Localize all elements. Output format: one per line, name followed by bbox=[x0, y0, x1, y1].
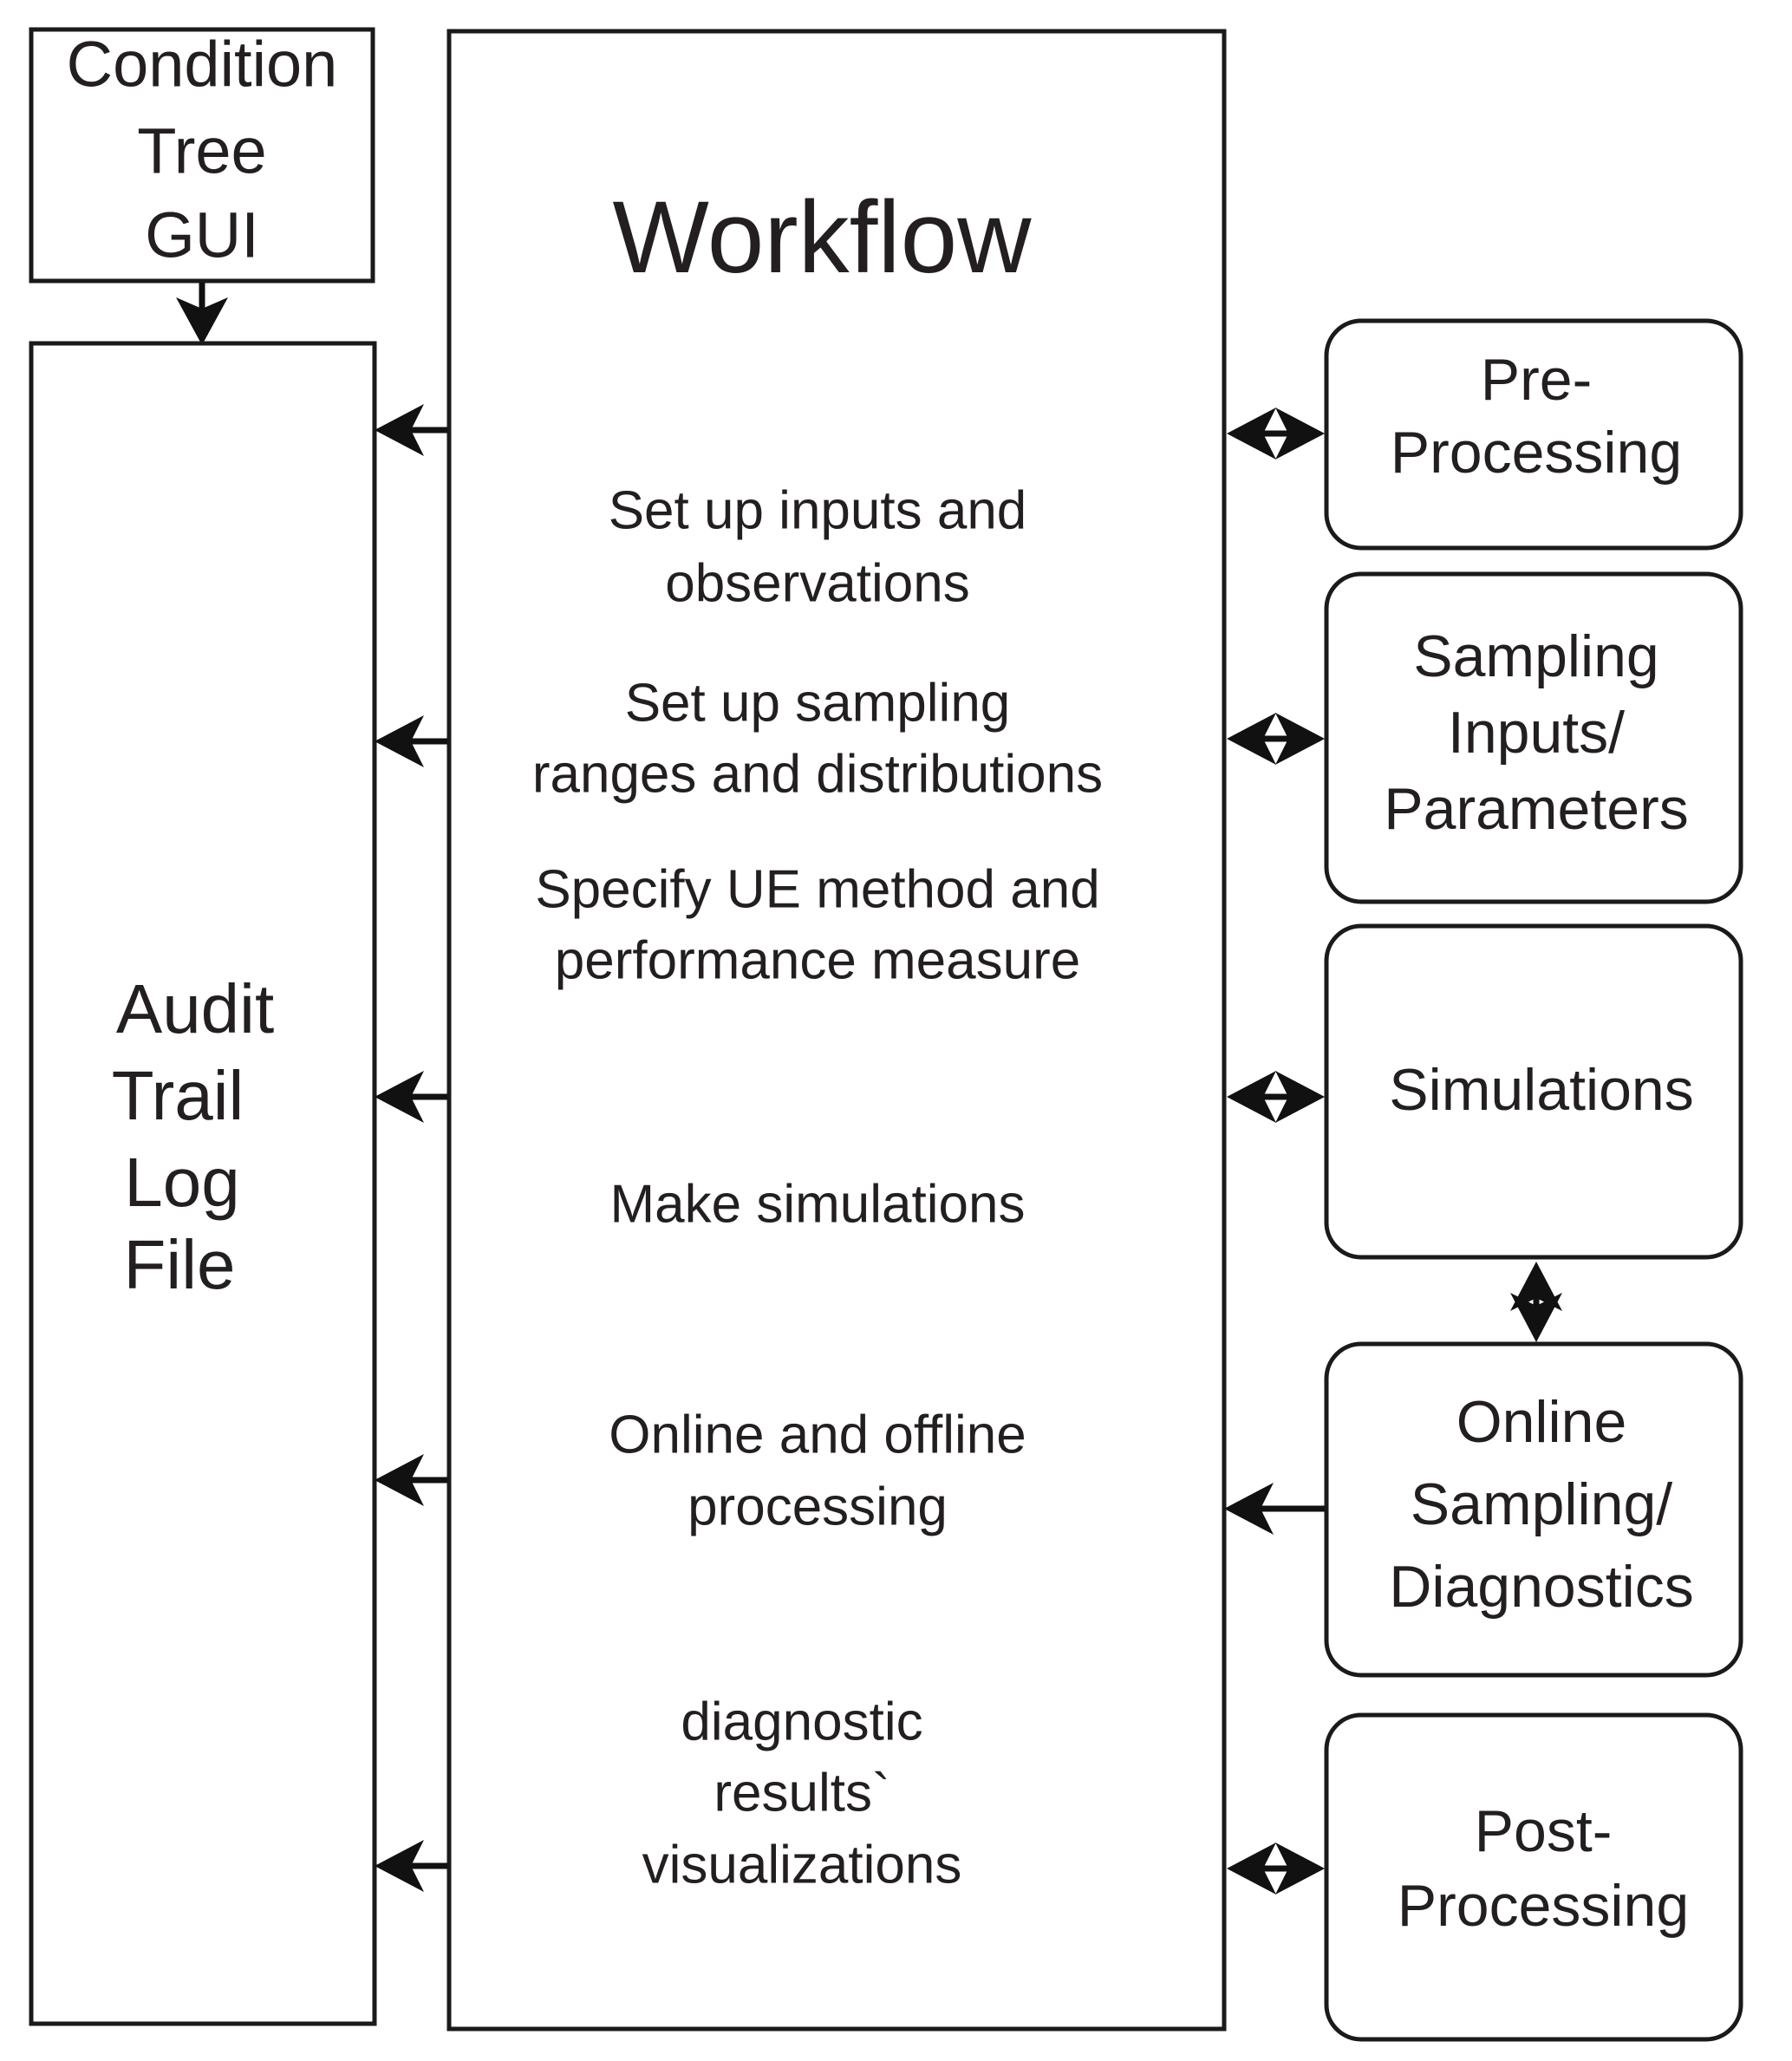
step-setup-inputs-line-2: observations bbox=[665, 553, 970, 613]
workflow-to-audit-arrow-5 bbox=[375, 1840, 447, 1892]
workflow-to-audit-arrow-2 bbox=[375, 715, 447, 767]
online-sampling-line-2: Sampling/ bbox=[1411, 1471, 1672, 1537]
step-setup-inputs-line-1: Set up inputs and bbox=[609, 480, 1027, 540]
online-sampling-diagnostics-box[interactable] bbox=[1324, 1341, 1743, 1678]
workflow-title: Workflow bbox=[612, 180, 1032, 295]
step-online-offline-line-2: processing bbox=[687, 1477, 948, 1536]
step-diagnostic-results-line-3: visualizations bbox=[642, 1835, 962, 1895]
audit-trail-line-1: Audit bbox=[116, 970, 274, 1047]
step-specify-ue-line-2: performance measure bbox=[555, 930, 1081, 990]
post-processing-box[interactable] bbox=[1324, 1712, 1743, 2042]
workflow-to-sampling-inputs-arrow bbox=[1227, 713, 1325, 765]
step-diagnostic-results-line-2: results` bbox=[714, 1763, 889, 1823]
simulations-to-online-sampling-arrow bbox=[1510, 1262, 1562, 1342]
condition-tree-gui-box[interactable] bbox=[29, 27, 375, 284]
condition-to-audit-arrow bbox=[176, 283, 228, 345]
condition-tree-gui-line-2: Tree bbox=[137, 115, 266, 187]
condition-tree-gui-line-1: Condition bbox=[67, 29, 338, 101]
workflow-to-post-processing-arrow bbox=[1227, 1843, 1325, 1895]
online-sampling-line-3: Diagnostics bbox=[1389, 1554, 1694, 1620]
audit-trail-line-4: File bbox=[124, 1226, 236, 1303]
workflow-to-audit-arrow-4 bbox=[375, 1454, 447, 1506]
sampling-inputs-line-3: Parameters bbox=[1384, 776, 1688, 842]
step-diagnostic-results-line-1: diagnostic bbox=[681, 1692, 922, 1751]
sampling-inputs-line-1: Sampling bbox=[1413, 623, 1659, 689]
simulations-box[interactable] bbox=[1324, 923, 1743, 1260]
workflow-to-pre-processing-arrow bbox=[1227, 408, 1325, 460]
sampling-inputs-line-2: Inputs/ bbox=[1448, 700, 1625, 766]
online-sampling-to-workflow-arrow bbox=[1224, 1483, 1325, 1535]
pre-processing-box[interactable] bbox=[1324, 318, 1743, 551]
workflow-to-audit-arrow-1 bbox=[375, 404, 447, 456]
step-online-offline-line-1: Online and offline bbox=[609, 1405, 1026, 1464]
pre-processing-line-2: Processing bbox=[1391, 420, 1682, 486]
step-setup-sampling-line-1: Set up sampling bbox=[625, 673, 1011, 733]
step-specify-ue-line-1: Specify UE method and bbox=[535, 859, 1099, 919]
post-processing-line-2: Processing bbox=[1398, 1873, 1689, 1939]
audit-trail-line-2: Trail bbox=[112, 1057, 244, 1134]
audit-trail-line-3: Log bbox=[124, 1144, 239, 1221]
step-setup-sampling-line-2: ranges and distributions bbox=[532, 744, 1103, 804]
post-processing-line-1: Post- bbox=[1475, 1798, 1613, 1864]
online-sampling-line-1: Online bbox=[1456, 1389, 1627, 1455]
step-make-simulations-line-1: Make simulations bbox=[610, 1174, 1026, 1234]
pre-processing-line-1: Pre- bbox=[1481, 347, 1592, 413]
workflow-to-simulations-arrow bbox=[1227, 1071, 1325, 1123]
sampling-inputs-parameters-box[interactable] bbox=[1324, 571, 1743, 904]
workflow-to-audit-arrow-3 bbox=[375, 1071, 447, 1123]
workflow-box[interactable] bbox=[446, 29, 1227, 2032]
audit-trail-log-file-box[interactable] bbox=[29, 341, 377, 2026]
condition-tree-gui-line-3: GUI bbox=[145, 199, 259, 271]
simulations-line-1: Simulations bbox=[1389, 1057, 1694, 1123]
